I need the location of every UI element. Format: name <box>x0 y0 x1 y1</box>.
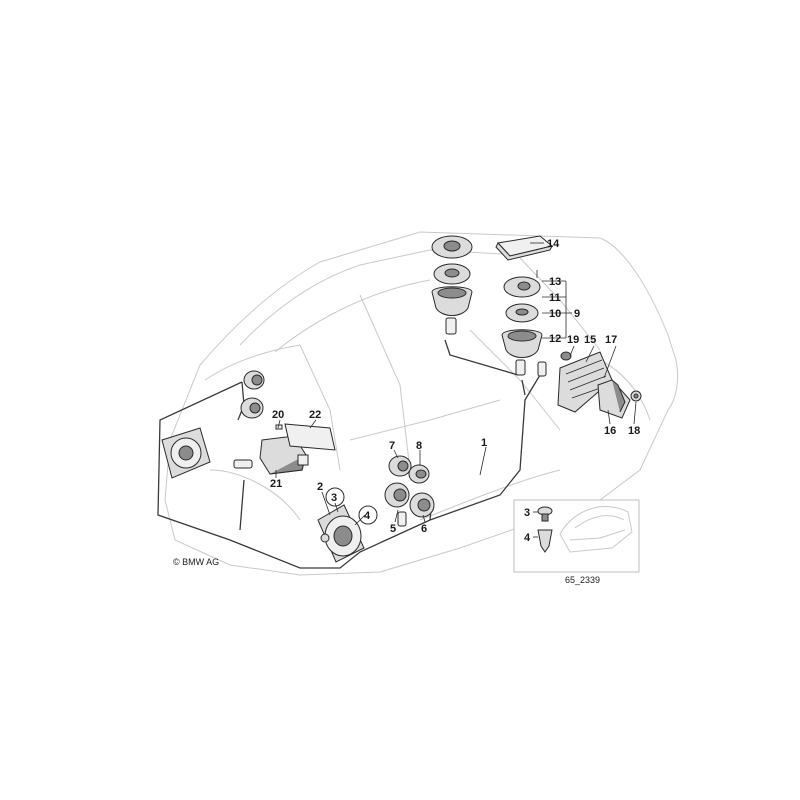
callout-9: 9 <box>574 308 580 320</box>
callout-10: 10 <box>549 308 561 320</box>
callout-2: 2 <box>317 481 323 493</box>
roof-speaker-right <box>495 235 554 377</box>
speaker-pair-upper-left <box>240 370 265 419</box>
door-speaker <box>317 504 365 563</box>
callout-22: 22 <box>309 409 321 421</box>
callout-15: 15 <box>584 334 596 346</box>
speaker-group-center <box>384 455 435 527</box>
amplifier <box>557 351 613 413</box>
callout-16: 16 <box>604 425 616 437</box>
callout-20: 20 <box>272 409 284 421</box>
callout-ring-4 <box>358 505 378 525</box>
inset-panel: 3 4 <box>513 499 640 573</box>
callout-12: 12 <box>549 333 561 345</box>
roof-speaker-left <box>431 235 473 335</box>
callout-21: 21 <box>270 478 282 490</box>
leader-lines <box>275 242 637 526</box>
speaker-square-left <box>161 427 211 479</box>
callout-1: 1 <box>481 437 487 449</box>
callout-18: 18 <box>628 425 640 437</box>
callout-14: 14 <box>547 238 560 250</box>
callout-5: 5 <box>390 523 396 535</box>
callout-17: 17 <box>605 334 617 346</box>
callout-11: 11 <box>549 292 561 304</box>
callout-ring-3 <box>325 487 345 507</box>
copyright-text: © BMW AG <box>173 557 219 567</box>
callout-8: 8 <box>416 440 422 452</box>
expansion-nut-icon <box>537 529 553 553</box>
bracket <box>597 379 642 419</box>
module-box <box>233 423 336 475</box>
inset-label-3: 3 <box>524 507 530 519</box>
inset-label-4: 4 <box>524 532 531 544</box>
callout-3: 3 <box>331 492 337 504</box>
callout-4: 4 <box>364 510 371 522</box>
callout-6: 6 <box>421 523 427 535</box>
reference-code: 65_2339 <box>565 575 600 585</box>
callout-7: 7 <box>389 440 395 452</box>
callout-19: 19 <box>567 334 579 346</box>
callout-13: 13 <box>549 276 561 288</box>
